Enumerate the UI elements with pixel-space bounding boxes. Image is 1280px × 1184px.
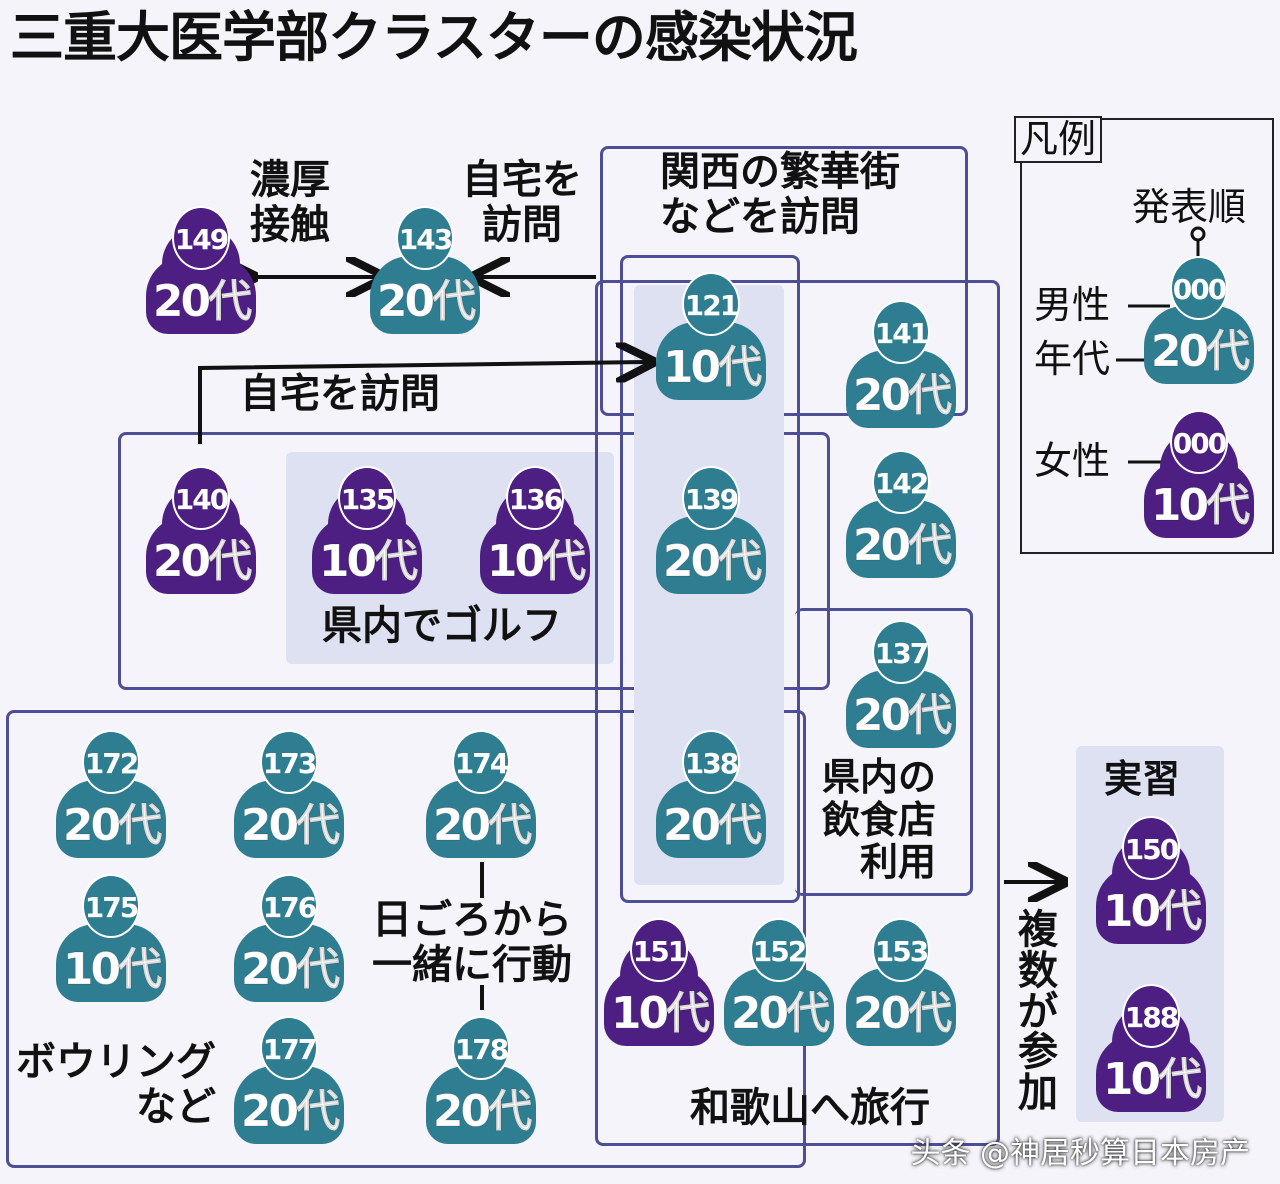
- legend-title: 凡例: [1014, 116, 1103, 163]
- golf-label: 県内でゴルフ: [322, 603, 562, 649]
- close-contact-label: 濃厚 接触: [250, 157, 330, 248]
- visit-home-label-1: 自宅を 訪問: [462, 157, 582, 248]
- golf-frame: [118, 432, 830, 690]
- legend-sample-female: 000 10代: [1144, 410, 1254, 540]
- restaurant-frame-right: [795, 608, 973, 896]
- legend-order-label: 発表順: [1132, 185, 1247, 229]
- bowling-label: ボウリング など: [16, 1039, 216, 1130]
- legend-female-label: 女性: [1034, 439, 1111, 483]
- wakayama-frame: [595, 280, 1000, 1146]
- page-title: 三重大医学部クラスターの感染状況: [10, 6, 858, 69]
- watermark: 头条 @神居秒算日本房产: [910, 1136, 1250, 1171]
- practice-label: 実習: [1104, 757, 1181, 801]
- daily-label: 日ごろから 一緒に行動: [372, 897, 572, 988]
- restaurant-frame: [620, 255, 800, 903]
- visit-home-arrow-2: [198, 362, 648, 444]
- kansai-label: 関西の繁華街 などを訪問: [660, 149, 900, 240]
- multiple-label: 複 数 が 参 加: [1018, 907, 1058, 1117]
- legend-male-label: 男性: [1034, 283, 1111, 327]
- legend-sample-male: 000 20代: [1144, 256, 1254, 386]
- legend-age-label: 年代: [1034, 337, 1111, 381]
- restaurant-label: 県内の 飲食店 利用: [822, 755, 937, 885]
- visit-home-label-2: 自宅を訪問: [240, 371, 440, 417]
- wakayama-label: 和歌山へ旅行: [690, 1085, 930, 1131]
